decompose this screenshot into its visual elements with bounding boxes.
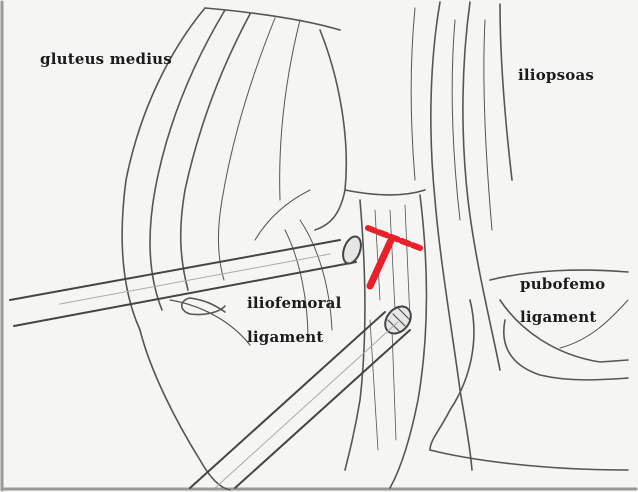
label-pubofemoral: pubofemo (520, 275, 605, 293)
t-incision (368, 228, 420, 286)
joint-capsule (255, 30, 427, 488)
label-iliofemoral: iliofemoral (247, 294, 342, 312)
incision-stem (370, 238, 392, 286)
iliopsoas-muscle (411, 2, 512, 470)
label-gluteus-medius: gluteus medius (40, 50, 172, 68)
femur-region (140, 298, 250, 490)
label-pubofemoral-ligament: ligament (520, 308, 596, 326)
pelvis-outline (430, 270, 628, 470)
label-iliopsoas: iliopsoas (518, 66, 594, 84)
label-iliofemoral-ligament: ligament (247, 328, 323, 346)
